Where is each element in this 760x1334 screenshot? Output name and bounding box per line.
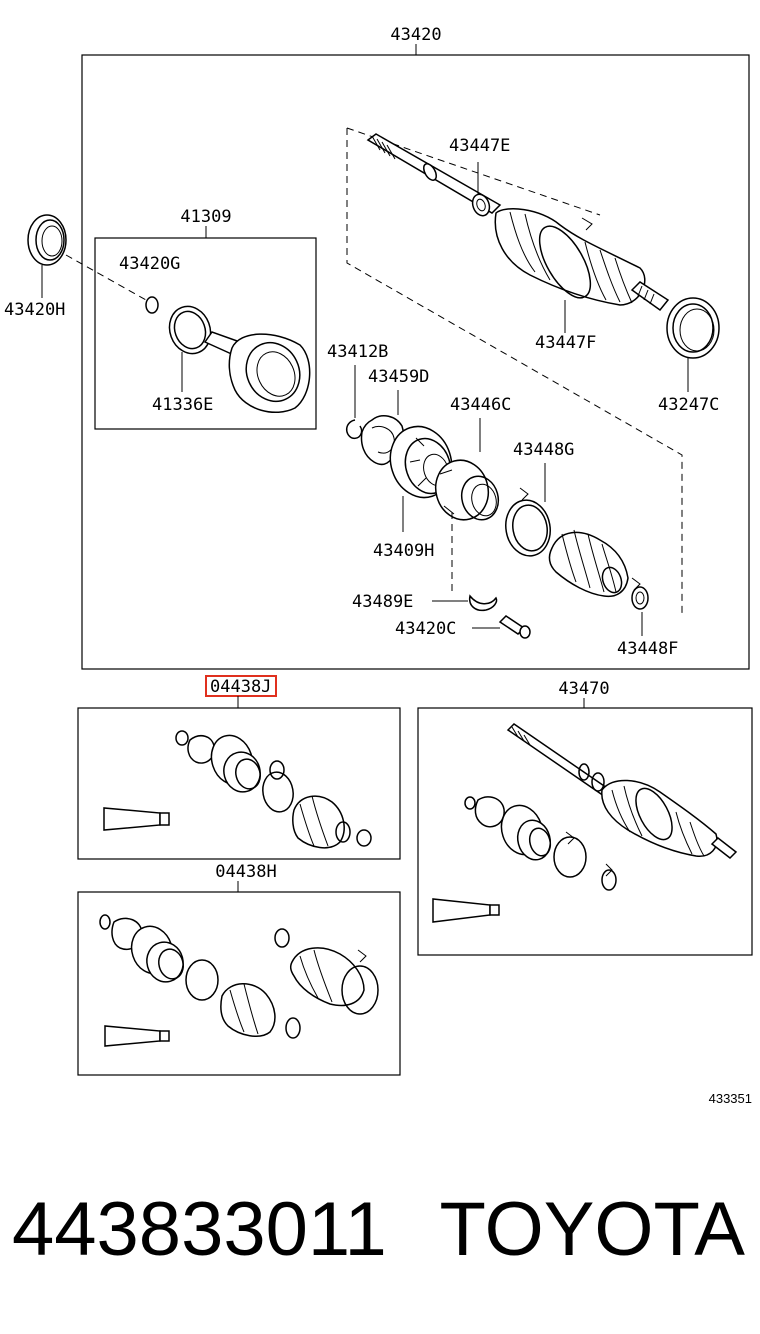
seal-43247c: [666, 297, 720, 359]
kit-h-parts: [99, 914, 379, 1039]
kit-h-grease-tube: [104, 1025, 170, 1047]
label-43420c[interactable]: 43420C: [395, 619, 456, 639]
label-43409h[interactable]: 43409H: [373, 541, 434, 561]
seal-43420h: [27, 214, 67, 266]
label-43489e[interactable]: 43489E: [352, 592, 413, 612]
kit-j-grease-tube: [103, 807, 170, 831]
snap-ring-43420g: [145, 296, 159, 314]
assembly-43470-frame: [417, 707, 753, 956]
assembly-43470-loose-parts: [464, 796, 617, 891]
label-43448f[interactable]: 43448F: [617, 639, 678, 659]
kit-04438h-frame: [77, 891, 401, 1076]
label-43420h[interactable]: 43420H: [4, 300, 65, 320]
tripod-43446c: [434, 459, 500, 521]
assembly-43470-shaft: [506, 723, 738, 859]
part-number: 443833011: [12, 1187, 387, 1272]
clamp-43448g: [505, 487, 551, 557]
axle-shaft: [366, 133, 502, 214]
label-41336e[interactable]: 41336E: [152, 395, 213, 415]
label-43247c[interactable]: 43247C: [658, 395, 719, 415]
kit-04438h-group: 04438H: [77, 862, 401, 1076]
assembly-43420-group: 43420 43447E: [4, 25, 750, 670]
label-04438h[interactable]: 04438H: [215, 862, 276, 882]
label-43459d[interactable]: 43459D: [368, 367, 429, 387]
gasket-43459d: [360, 414, 405, 466]
kit-j-parts: [175, 730, 372, 849]
dashed-link-43420h: [65, 254, 147, 301]
label-43412b[interactable]: 43412B: [327, 342, 388, 362]
snap-ring-43412b: [346, 419, 363, 440]
label-04438j[interactable]: 04438J: [210, 677, 271, 697]
kit-04438j-group: 04438J: [77, 675, 401, 860]
label-43448g[interactable]: 43448G: [513, 440, 574, 460]
label-43447e[interactable]: 43447E: [449, 136, 510, 156]
label-43420g[interactable]: 43420G: [119, 254, 180, 274]
kit-04438j-frame: [77, 707, 401, 860]
label-43420[interactable]: 43420: [390, 25, 441, 45]
dashed-outline-top: [346, 127, 601, 216]
retainer-43489e: [468, 594, 498, 612]
inboard-joint-41336e: [168, 305, 311, 413]
bolt-43420c: [498, 615, 531, 639]
label-41309[interactable]: 41309: [180, 207, 231, 227]
label-43446c[interactable]: 43446C: [450, 395, 511, 415]
diagram-code: 433351: [709, 1091, 752, 1106]
outer-joint-stub: [630, 281, 670, 312]
inner-boot: [548, 529, 629, 598]
assembly-43470-grease-tube: [432, 898, 500, 923]
outer-boot: [494, 208, 646, 306]
label-43447f[interactable]: 43447F: [535, 333, 596, 353]
assembly-43470-group: 43470: [417, 679, 753, 956]
brand-name: TOYOTA: [440, 1187, 746, 1272]
dashed-outline-left: [346, 128, 683, 617]
label-43470[interactable]: 43470: [558, 679, 609, 699]
clamp-43447e: [471, 193, 491, 217]
clamp-43448f: [631, 577, 649, 610]
highlight-04438j: [205, 675, 277, 697]
